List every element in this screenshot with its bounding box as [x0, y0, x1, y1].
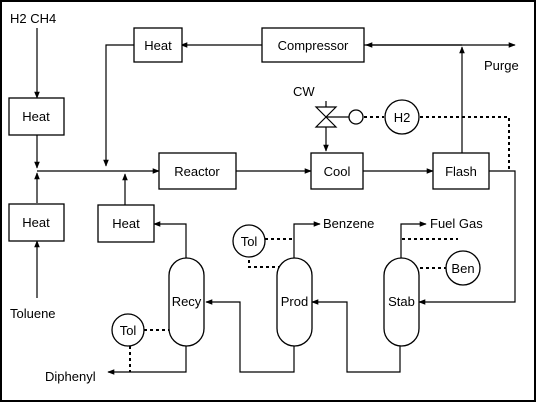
- stream-stab-bottoms: [311, 299, 401, 373]
- cooler: [310, 152, 364, 190]
- column-recycle: [168, 257, 205, 347]
- ben-controller-stab-label: Ben: [451, 261, 474, 276]
- column-stabilizer-label: Stab: [388, 294, 415, 309]
- tol-controller-prod: [232, 224, 266, 258]
- tol-controller-recy-label: Tol: [120, 323, 137, 338]
- h2-controller: [384, 99, 420, 135]
- stream-benzene: [293, 221, 321, 258]
- cw-sensor-icon: [348, 109, 364, 125]
- heater-top: [133, 27, 183, 63]
- stream-flash-liquid: [418, 170, 516, 305]
- cw-label: CW: [293, 84, 315, 99]
- benzene-label: Benzene: [323, 216, 374, 231]
- feed-toluene-label: Toluene: [10, 306, 56, 321]
- feed-h2-ch4-label: H2 CH4: [10, 11, 56, 26]
- stream-prod-bottoms: [205, 299, 295, 373]
- flash-drum: [432, 152, 490, 190]
- heater-recycle-label: Heat: [112, 216, 140, 231]
- purge-label: Purge: [484, 58, 519, 73]
- column-product-label: Prod: [281, 294, 308, 309]
- stream-heated-recycle-gas: [103, 44, 134, 167]
- reactor-label: Reactor: [174, 164, 220, 179]
- column-product: [276, 257, 313, 347]
- heater-h2: [8, 97, 65, 136]
- stream-diphenyl: [107, 346, 187, 375]
- column-stabilizer: [383, 257, 420, 347]
- fuel-gas-label: Fuel Gas: [430, 216, 483, 231]
- heater-toluene-label: Heat: [22, 215, 50, 230]
- heater-toluene: [8, 203, 65, 242]
- column-recycle-label: Recy: [172, 294, 202, 309]
- compressor-label: Compressor: [278, 38, 349, 53]
- flash-drum-label: Flash: [445, 164, 477, 179]
- tol-controller-prod-label: Tol: [241, 234, 258, 249]
- heater-recycle: [97, 204, 155, 243]
- h2-controller-label: H2: [394, 110, 411, 125]
- compressor: [261, 27, 365, 63]
- tol-controller-recy: [111, 313, 145, 347]
- ben-controller-stab: [445, 250, 481, 286]
- cooler-label: Cool: [324, 164, 351, 179]
- diphenyl-label: Diphenyl: [45, 369, 96, 384]
- stream-fuel-gas: [400, 221, 427, 258]
- reactor: [158, 152, 237, 190]
- heater-h2-label: Heat: [22, 109, 50, 124]
- heater-top-label: Heat: [144, 38, 172, 53]
- stream-recycle-toluene: [153, 221, 187, 258]
